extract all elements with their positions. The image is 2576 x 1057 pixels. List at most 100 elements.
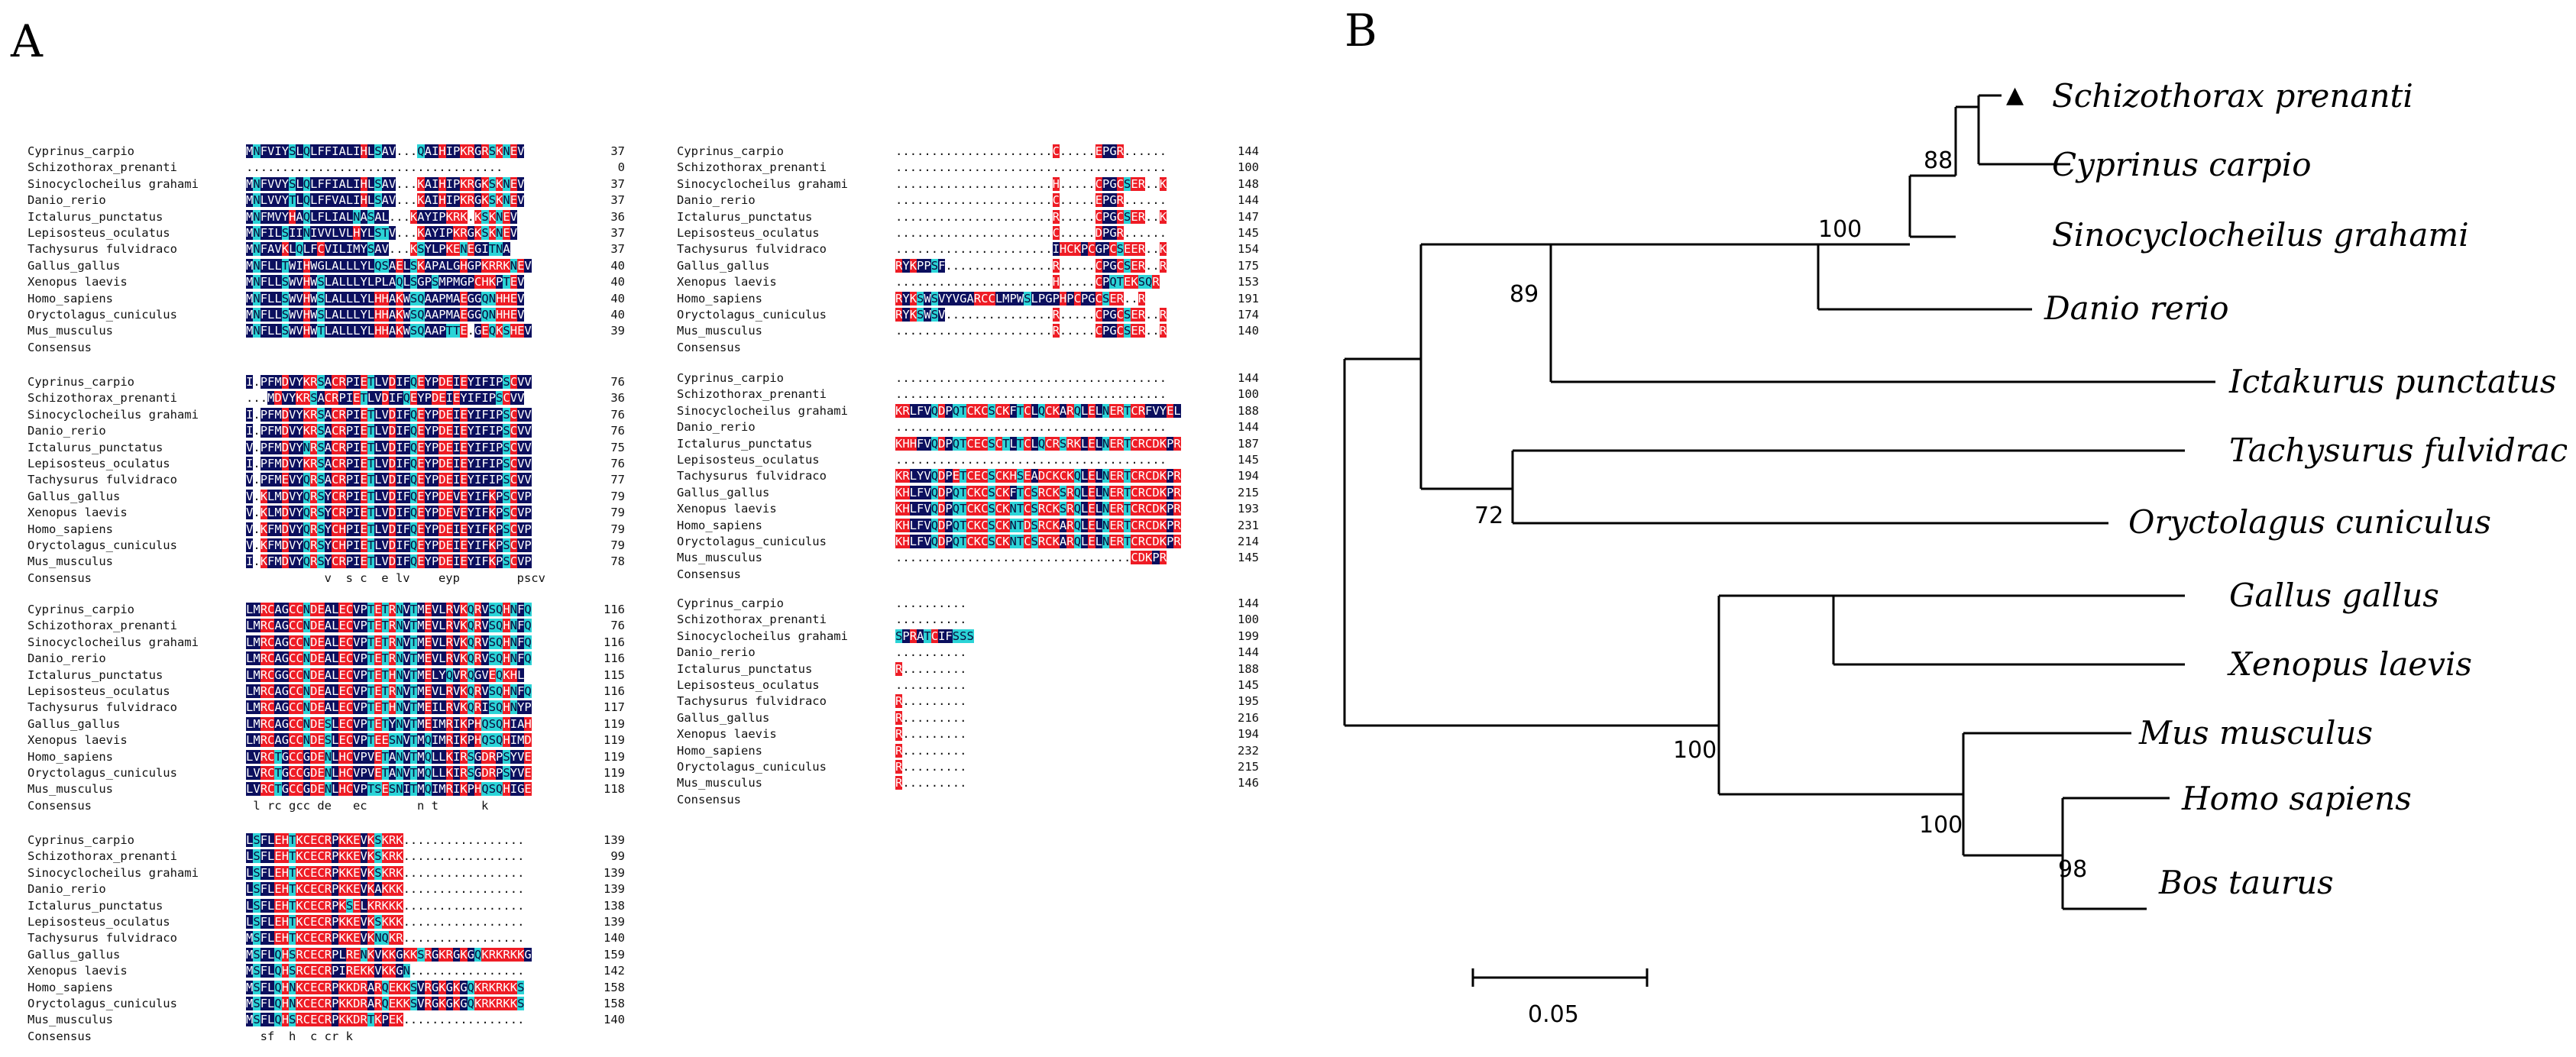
sequence: ......................H.....CPGCSER..K — [895, 176, 1167, 191]
species-name: Homo_sapiens — [28, 749, 113, 764]
alignment-row: Lepisosteus_oculatus....................… — [677, 225, 1265, 241]
residue-count: 99 — [610, 849, 625, 864]
residue-count: 76 — [610, 375, 625, 389]
species-name: Xenopus laevis — [677, 727, 777, 742]
bootstrap-value: 100 — [1818, 216, 1862, 243]
alignment-row: Mus_musculus......................R.....… — [677, 323, 1265, 339]
bootstrap-value: 88 — [1924, 147, 1953, 174]
sequence: .......... — [895, 613, 967, 627]
sequence: LMRCAGCCNDEALECVPTETRNVTMEVLRVKQRVSQHNFQ — [246, 635, 532, 649]
residue-count: 154 — [1238, 242, 1259, 257]
species-name: Xenopus laevis — [28, 506, 128, 520]
species-name: Gallus_gallus — [677, 710, 770, 725]
sequence: ......................H.....CPQTEKSQR — [895, 275, 1160, 289]
sequence: LMRCAGCCNDEALECVPTETRNVTMEVLRVKQRVSQHNFQ — [246, 603, 532, 616]
species-name: Tachysurus fulvidraco — [677, 242, 827, 257]
panel-label-a: A — [11, 15, 43, 67]
sequence: I.PFMDVYKRSACRPIETLVDIFQEYPDEIEYIFIPSCVV — [246, 375, 532, 389]
sequence: ......................C.....EPGR...... — [895, 144, 1167, 158]
residue-count: 215 — [1238, 759, 1259, 774]
sequence: V.PFMEVYQRSACRPIETLVDIFQEYPDEIEYIFIPSCVV — [246, 473, 532, 487]
species-name: Sinocyclocheilus grahami — [28, 407, 199, 422]
sequence: .................................CDKPR — [895, 551, 1167, 565]
sequence: MSFLQHSRCECRPKKDRTKPEK................. — [246, 1013, 525, 1027]
consensus-label: Consensus — [677, 340, 741, 354]
species-name: Ictalurus_punctatus — [28, 209, 163, 224]
residue-count: 138 — [604, 898, 625, 913]
residue-count: 75 — [610, 440, 625, 454]
residue-count: 144 — [1238, 371, 1259, 385]
species-name: Schizothorax_prenanti — [28, 391, 177, 406]
residue-count: 0 — [617, 160, 625, 175]
consensus-label: Consensus — [28, 571, 92, 585]
consensus-sequence: sf h c cr k — [246, 1029, 353, 1043]
residue-count: 194 — [1238, 469, 1259, 483]
residue-count: 100 — [1238, 160, 1259, 175]
residue-count: 140 — [604, 1013, 625, 1027]
sequence: MSFLQHSRCECRPLRENKVKKGKKSRGKRGKGQKRKRKKG — [246, 947, 532, 962]
species-name: Mus_musculus — [677, 776, 762, 790]
sequence: ...................................... — [895, 160, 1167, 175]
alignment-block: Cyprinus_carpio......................C..… — [677, 144, 1265, 356]
species-name: Homo_sapiens — [677, 291, 762, 305]
sequence: MNLVVYTLQLFFVALIHLSAV...KAIHIPKRGKSKNEV — [246, 193, 525, 208]
sequence: ...................................... — [895, 420, 1167, 435]
alignment-row: Schizothorax_prenanti...MDVYKRSACRPIETLV… — [28, 390, 631, 406]
residue-count: 142 — [604, 964, 625, 978]
residue-count: 79 — [610, 538, 625, 552]
sequence: ......................R.....CPGCSER..R — [895, 324, 1167, 338]
alignment-row: Schizothorax_prenanti...................… — [677, 160, 1265, 176]
sequence: KHHFVQDPQTCECSCTLTCLQCRSRKLELNERTCRCDKPR — [895, 436, 1181, 451]
residue-count: 79 — [610, 506, 625, 520]
sequence: KRLFVQDPQTCKCSCKFTCLQCKARQLELNERTCRFVYEL — [895, 403, 1181, 418]
sequence: LVRCTGCCGDENLHCVPVETANVTMQLLKIRSGDRPSYVE — [246, 749, 532, 764]
bootstrap-value: 72 — [1474, 503, 1503, 529]
residue-count: 36 — [610, 209, 625, 224]
sequence: R......... — [895, 694, 967, 709]
sequence: V.PFMDVYNRSACRPIETLVDIFQEYPDEIEYIFIPSCVV — [246, 440, 532, 454]
residue-count: 188 — [1238, 661, 1259, 676]
alignment-row: Sinocyclocheilus grahami................… — [677, 176, 1265, 192]
species-name: Schizothorax_prenanti — [677, 160, 827, 175]
species-name: Tachysurus fulvidraco — [28, 242, 177, 257]
species-name: Homo_sapiens — [28, 980, 113, 994]
species-name: Lepisosteus_oculatus — [28, 456, 170, 470]
residue-count: 188 — [1238, 403, 1259, 418]
residue-count: 199 — [1238, 629, 1259, 643]
sequence: RYKPPSF...............R.....CPGCSER..R — [895, 258, 1167, 273]
residue-count: 117 — [604, 700, 625, 715]
species-name: Tachysurus fulvidraco — [28, 473, 177, 487]
species-name: Ictalurus_punctatus — [677, 661, 813, 676]
residue-count: 40 — [610, 258, 625, 273]
sequence: MSFLEHTKCECRPKKEVKNQKR................. — [246, 931, 525, 945]
residue-count: 215 — [1238, 485, 1259, 499]
sequence: LSFLEHTKCECRPKKEVKSKKK................. — [246, 914, 525, 929]
sequence: MNFLLSWVHWSLALLLYLPLAQLSGPSMPMGPCHKPTEV — [246, 275, 525, 289]
alignment-row: Danio_rerio..........144 — [677, 645, 1265, 661]
residue-count: 40 — [610, 291, 625, 305]
sequence: LVRCTGCCGDENLHCVPTSESNITMQIMRIKPHQSQHIGE — [246, 782, 532, 797]
consensus-label: Consensus — [677, 567, 741, 581]
residue-count: 77 — [610, 473, 625, 487]
sequence: V.KFMDVYQRSYCHPIETLVDIFQEYPDEIEYIFKPSCVP — [246, 538, 532, 552]
species-name: Schizothorax_prenanti — [28, 160, 177, 175]
sequence: V.KFMDVYQRSYCHPIETLVDIFQEYPDEIEYIFKPSCVP — [246, 522, 532, 536]
species-name: Sinocyclocheilus grahami — [28, 865, 199, 880]
species-name: Xenopus laevis — [28, 964, 128, 978]
